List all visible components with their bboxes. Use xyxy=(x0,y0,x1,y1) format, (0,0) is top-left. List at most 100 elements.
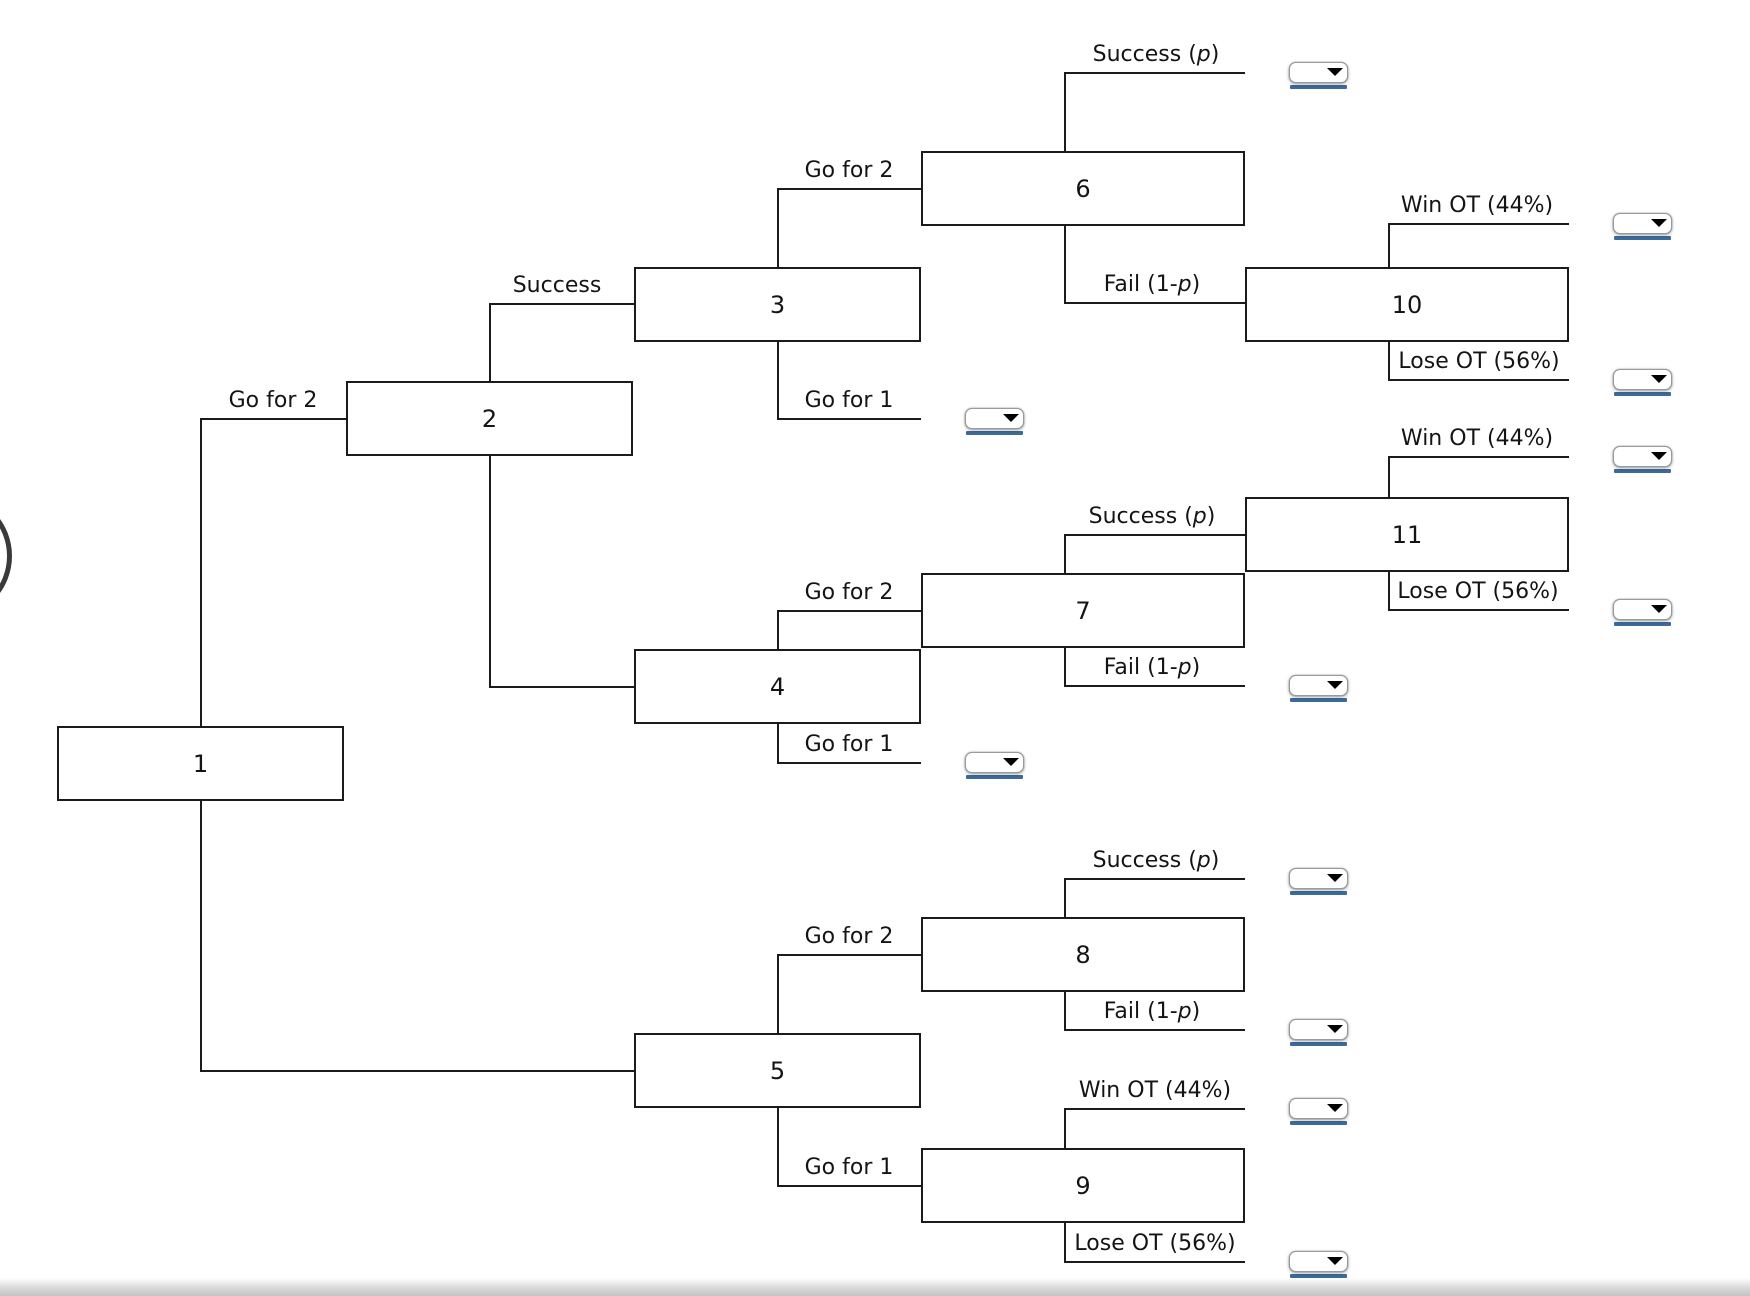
answer-dropdown-box[interactable] xyxy=(965,408,1024,429)
branch-label-text: ) xyxy=(1191,999,1201,1024)
answer-dropdown[interactable] xyxy=(965,752,1024,779)
branch-label-text: Win OT (44%) xyxy=(1400,426,1554,451)
dropdown-caret-icon xyxy=(1327,681,1343,689)
answer-dropdown-box[interactable] xyxy=(1289,1019,1348,1040)
answer-dropdown[interactable] xyxy=(1289,1019,1348,1046)
edge-4-up-vertical-line xyxy=(777,611,779,649)
branch-label: Win OT (44%) xyxy=(1401,426,1553,451)
branch-label-text: Go for 1 xyxy=(804,732,894,757)
dropdown-caret-icon xyxy=(1327,874,1343,882)
branch-label: Success xyxy=(513,273,602,298)
dropdown-focus-underline xyxy=(1290,891,1347,895)
answer-dropdown[interactable] xyxy=(1289,675,1348,702)
branch-label-text: Lose OT (56%) xyxy=(1074,1231,1236,1256)
branch-label-text: Go for 2 xyxy=(228,388,318,413)
node-box-7: 7 xyxy=(921,573,1245,648)
branch-label: Go for 1 xyxy=(805,388,894,413)
answer-dropdown[interactable] xyxy=(1289,868,1348,895)
edge-3-down-vertical-line xyxy=(777,342,779,419)
node-label-11: 11 xyxy=(1391,520,1423,549)
branch-label-text: Lose OT (56%) xyxy=(1398,349,1560,374)
branch-label: Win OT (44%) xyxy=(1401,193,1553,218)
branch-label-text: Success xyxy=(512,273,602,298)
answer-dropdown[interactable] xyxy=(1613,599,1672,626)
dropdown-caret-icon xyxy=(1651,219,1667,227)
dropdown-caret-icon xyxy=(1327,1257,1343,1265)
answer-dropdown-box[interactable] xyxy=(1289,62,1348,83)
edge-9-down-horizontal-line xyxy=(1064,1261,1245,1263)
branch-label: Go for 2 xyxy=(229,388,318,413)
edge-3-up-horizontal-line xyxy=(777,188,921,190)
edge-8-down-horizontal-line xyxy=(1064,1029,1245,1031)
node-label-4: 4 xyxy=(769,672,786,701)
node-label-3: 3 xyxy=(769,290,786,319)
branch-label-text: ) xyxy=(1210,848,1220,873)
answer-dropdown[interactable] xyxy=(1613,446,1672,473)
answer-dropdown[interactable] xyxy=(1289,1251,1348,1278)
edge-9-up-vertical-line xyxy=(1064,1109,1066,1148)
edge-1-up-horizontal-line xyxy=(200,418,346,420)
answer-dropdown-box[interactable] xyxy=(1289,1098,1348,1119)
answer-dropdown-box[interactable] xyxy=(1289,675,1348,696)
branch-label-text: ) xyxy=(1191,655,1201,680)
node-box-1: 1 xyxy=(57,726,344,801)
edge-10-down-horizontal-line xyxy=(1388,379,1569,381)
dropdown-caret-icon xyxy=(1327,1104,1343,1112)
answer-dropdown[interactable] xyxy=(1289,1098,1348,1125)
branch-label-text: p xyxy=(1177,272,1192,297)
edge-1-down-vertical-line xyxy=(200,801,202,1071)
branch-label-text: ) xyxy=(1210,42,1220,67)
answer-dropdown-box[interactable] xyxy=(1289,1251,1348,1272)
edge-4-up-horizontal-line xyxy=(777,610,921,612)
branch-label-text: Success ( xyxy=(1088,504,1193,529)
edge-6-down-horizontal-line xyxy=(1064,302,1245,304)
answer-dropdown-box[interactable] xyxy=(1613,213,1672,234)
answer-dropdown-box[interactable] xyxy=(965,752,1024,773)
node-box-4: 4 xyxy=(634,649,921,724)
branch-label-text: Success ( xyxy=(1092,42,1197,67)
edge-11-up-vertical-line xyxy=(1388,457,1390,497)
partial-circle-decoration xyxy=(0,493,12,619)
branch-label: Fail (1-p) xyxy=(1104,272,1200,297)
dropdown-focus-underline xyxy=(1614,392,1671,396)
node-label-1: 1 xyxy=(192,749,209,778)
dropdown-caret-icon xyxy=(1003,414,1019,422)
answer-dropdown-box[interactable] xyxy=(1613,599,1672,620)
branch-label: Win OT (44%) xyxy=(1079,1078,1231,1103)
edge-2-down-vertical-line xyxy=(489,456,491,687)
answer-dropdown-box[interactable] xyxy=(1289,868,1348,889)
branch-label-text: Lose OT (56%) xyxy=(1397,579,1559,604)
branch-label: Success (p) xyxy=(1089,504,1216,529)
dropdown-caret-icon xyxy=(1651,605,1667,613)
node-label-10: 10 xyxy=(1391,290,1423,319)
dropdown-focus-underline xyxy=(1290,1121,1347,1125)
branch-label-text: p xyxy=(1192,504,1207,529)
branch-label-text: Go for 1 xyxy=(804,1155,894,1180)
node-box-8: 8 xyxy=(921,917,1245,992)
dropdown-focus-underline xyxy=(966,775,1023,779)
dropdown-caret-icon xyxy=(1327,1025,1343,1033)
branch-label: Success (p) xyxy=(1093,42,1220,67)
branch-label: Success (p) xyxy=(1093,848,1220,873)
branch-label: Lose OT (56%) xyxy=(1397,579,1558,604)
node-box-6: 6 xyxy=(921,151,1245,226)
branch-label-text: Fail (1- xyxy=(1103,999,1178,1024)
branch-label: Go for 2 xyxy=(805,580,894,605)
edge-8-up-horizontal-line xyxy=(1064,878,1245,880)
branch-label-text: Success ( xyxy=(1092,848,1197,873)
answer-dropdown[interactable] xyxy=(965,408,1024,435)
answer-dropdown-box[interactable] xyxy=(1613,446,1672,467)
answer-dropdown[interactable] xyxy=(1613,213,1672,240)
branch-label-text: p xyxy=(1196,42,1211,67)
answer-dropdown[interactable] xyxy=(1289,62,1348,89)
node-box-2: 2 xyxy=(346,381,633,456)
answer-dropdown-box[interactable] xyxy=(1613,369,1672,390)
branch-label: Lose OT (56%) xyxy=(1398,349,1559,374)
edge-7-down-horizontal-line xyxy=(1064,685,1245,687)
node-box-3: 3 xyxy=(634,267,921,342)
dropdown-caret-icon xyxy=(1651,452,1667,460)
dropdown-focus-underline xyxy=(1614,469,1671,473)
branch-label: Go for 1 xyxy=(805,1155,894,1180)
edge-3-down-horizontal-line xyxy=(777,418,921,420)
answer-dropdown[interactable] xyxy=(1613,369,1672,396)
